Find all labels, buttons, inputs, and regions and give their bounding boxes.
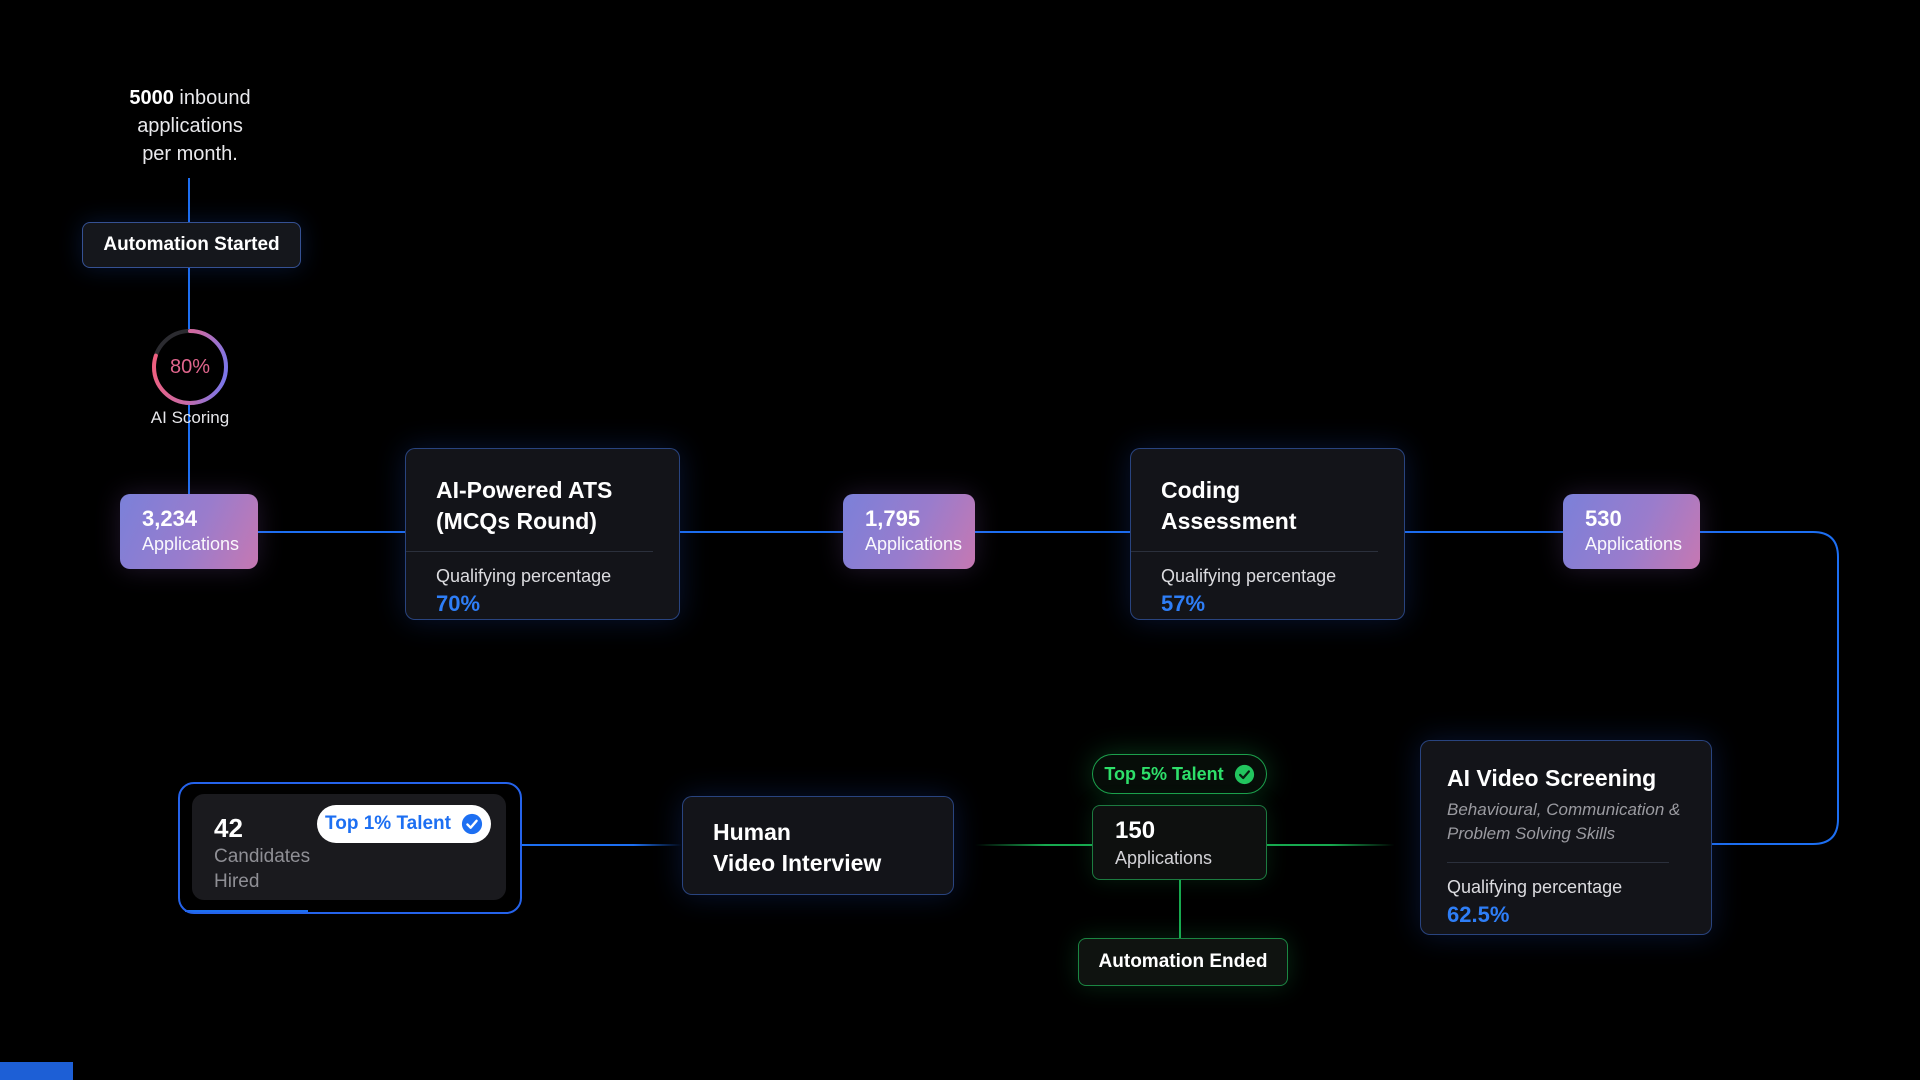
connector-line bbox=[188, 405, 190, 494]
video-screening-card: AI Video Screening Behavioural, Communic… bbox=[1420, 740, 1712, 935]
inbound-count: 5000 bbox=[129, 87, 174, 109]
automation-started-label: Automation Started bbox=[103, 234, 280, 255]
bottom-accent-bar bbox=[0, 1062, 73, 1080]
connector-line-fading bbox=[1267, 844, 1395, 846]
connector-line bbox=[188, 178, 190, 222]
human-interview-title: Human Video Interview bbox=[713, 819, 882, 876]
stat-label: Applications bbox=[142, 534, 240, 554]
stat-value: 3,234 bbox=[142, 506, 198, 531]
verified-check-icon bbox=[461, 813, 483, 835]
connector-line-fading bbox=[520, 844, 682, 846]
ai-scoring-label: AI Scoring bbox=[150, 408, 230, 427]
connector-line-fading bbox=[975, 844, 1092, 846]
card-divider bbox=[1447, 862, 1669, 863]
qualifying-label: Qualifying percentage bbox=[1447, 877, 1623, 897]
ats-card: AI-Powered ATS (MCQs Round) Qualifying p… bbox=[405, 448, 680, 620]
connector-line bbox=[680, 531, 843, 533]
inbound-applications-note: 5000 inbound applications per month. bbox=[129, 87, 251, 165]
verified-check-icon bbox=[1234, 764, 1254, 784]
stat-value: 150 bbox=[1115, 817, 1156, 844]
connector-line bbox=[258, 531, 405, 533]
applications-stat-1795: 1,795 Applications bbox=[843, 494, 975, 569]
qualifying-label: Qualifying percentage bbox=[1161, 566, 1337, 586]
connector-line bbox=[975, 531, 1130, 533]
top1-talent-badge: Top 1% Talent bbox=[317, 805, 491, 843]
video-screening-subtitle: Behavioural, Communication & Problem Sol… bbox=[1447, 800, 1681, 843]
card-divider bbox=[1131, 551, 1378, 552]
stat-value: 1,795 bbox=[865, 506, 921, 531]
automation-started-node: Automation Started bbox=[82, 222, 301, 268]
coding-assessment-card: Coding Assessment Qualifying percentage … bbox=[1130, 448, 1405, 620]
qualifying-value: 62.5% bbox=[1447, 902, 1510, 927]
hired-label: Candidates Hired bbox=[214, 846, 311, 892]
top5-talent-label: Top 5% Talent bbox=[1104, 763, 1224, 784]
progress-ring-icon bbox=[152, 329, 228, 405]
video-screening-title: AI Video Screening bbox=[1447, 765, 1657, 791]
applications-stat-3234: 3,234 Applications bbox=[120, 494, 258, 569]
connector-line bbox=[1179, 880, 1181, 938]
automation-ended-node: Automation Ended bbox=[1078, 938, 1288, 986]
stat-label: Applications bbox=[1585, 534, 1683, 554]
stat-value: 530 bbox=[1585, 506, 1622, 531]
ai-scoring-percent: 80% bbox=[169, 355, 211, 378]
automation-ended-label: Automation Ended bbox=[1098, 951, 1268, 972]
ai-scoring-ring: 80% bbox=[150, 327, 230, 407]
card-divider bbox=[406, 551, 653, 552]
connector-line bbox=[188, 266, 190, 330]
hired-card-border bbox=[178, 782, 522, 914]
qualifying-label: Qualifying percentage bbox=[436, 566, 612, 586]
applications-stat-150: 150 Applications bbox=[1092, 805, 1267, 880]
stat-label: Applications bbox=[865, 534, 963, 554]
coding-title: Coding Assessment bbox=[1161, 477, 1297, 534]
human-interview-card: Human Video Interview bbox=[682, 796, 954, 895]
border-accent-line bbox=[185, 910, 308, 912]
connector-line bbox=[1405, 531, 1563, 533]
ats-title: AI-Powered ATS (MCQs Round) bbox=[436, 477, 613, 534]
hired-count: 42 bbox=[214, 813, 243, 843]
top5-talent-badge: Top 5% Talent bbox=[1092, 754, 1267, 794]
applications-stat-530: 530 Applications bbox=[1563, 494, 1700, 569]
qualifying-value: 57% bbox=[1161, 591, 1206, 616]
top1-talent-label: Top 1% Talent bbox=[325, 813, 451, 834]
stat-label: Applications bbox=[1115, 848, 1213, 868]
qualifying-value: 70% bbox=[436, 591, 481, 616]
